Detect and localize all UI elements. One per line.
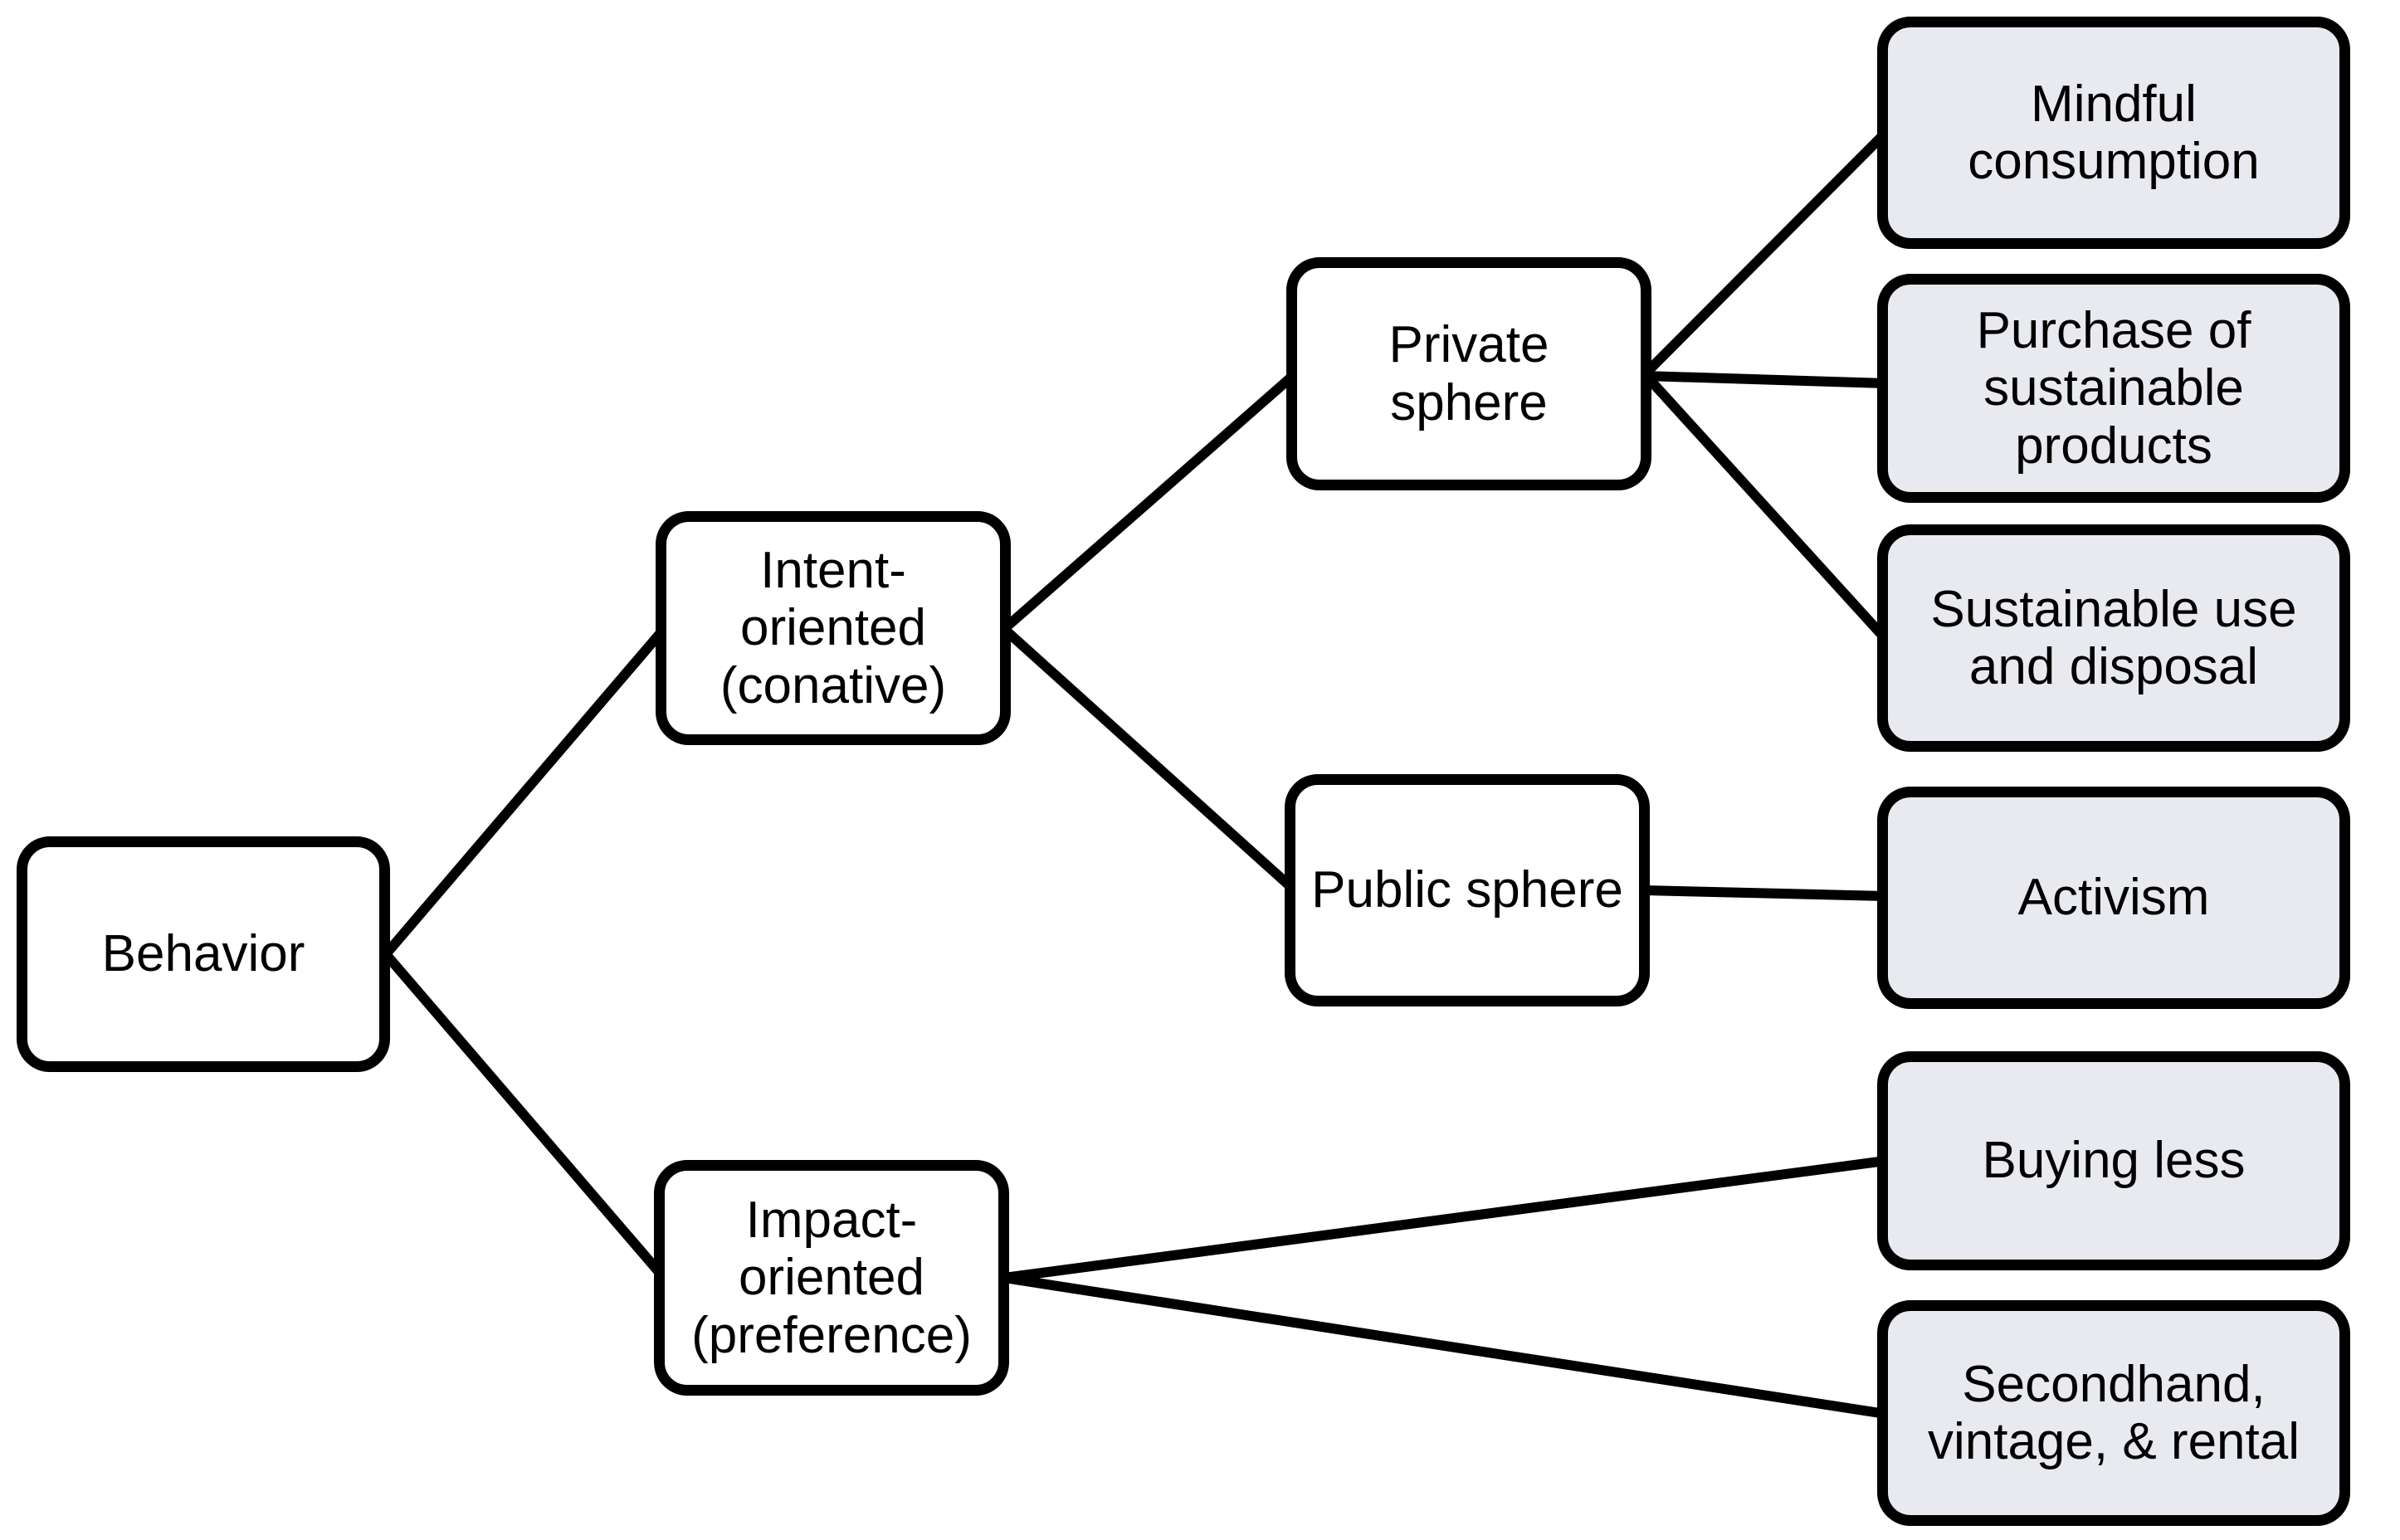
node-impact-oriented-label: Impact- oriented (preference) xyxy=(691,1191,972,1364)
node-behavior-label: Behavior xyxy=(101,925,305,983)
node-intent-oriented-label: Intent-oriented (conative) xyxy=(720,541,947,714)
node-secondhand-vintage-rental-label: Secondhand, vintage, & rental xyxy=(1927,1355,2300,1470)
node-activism-label: Activism xyxy=(2017,869,2210,927)
edge-private-sustainable xyxy=(1641,370,1890,643)
edge-impact-secondhand xyxy=(1003,1273,1886,1419)
edge-intent-public xyxy=(1000,625,1299,894)
node-purchase-sustainable-products-label: Purchase of sustainable products xyxy=(1976,301,2251,475)
node-mindful-consumption: Mindful consumption xyxy=(1877,17,2350,249)
edge-behavior-impact xyxy=(382,951,668,1281)
node-secondhand-vintage-rental: Secondhand, vintage, & rental xyxy=(1877,1300,2350,1526)
node-behavior: Behavior xyxy=(17,836,390,1072)
node-activism: Activism xyxy=(1877,787,2350,1009)
edge-impact-buying-less xyxy=(1003,1156,1886,1283)
node-buying-less-label: Buying less xyxy=(1982,1132,2246,1190)
node-intent-oriented: Intent-oriented (conative) xyxy=(656,511,1011,745)
edge-public-activism xyxy=(1644,885,1886,901)
node-purchase-sustainable-products: Purchase of sustainable products xyxy=(1877,274,2350,503)
edge-private-mindful xyxy=(1641,129,1890,378)
node-sustainable-use-disposal: Sustainable use and disposal xyxy=(1877,524,2350,752)
node-sustainable-use-disposal-label: Sustainable use and disposal xyxy=(1930,580,2297,695)
node-public-sphere-label: Public sphere xyxy=(1311,861,1623,919)
node-impact-oriented: Impact- oriented (preference) xyxy=(654,1160,1009,1396)
edge-behavior-intent xyxy=(382,626,668,958)
node-mindful-consumption-label: Mindful consumption xyxy=(1968,75,2260,190)
edge-private-purchase xyxy=(1644,371,1886,388)
node-private-sphere: Private sphere xyxy=(1286,257,1651,490)
node-buying-less: Buying less xyxy=(1877,1051,2350,1270)
node-private-sphere-label: Private sphere xyxy=(1388,316,1549,431)
edge-intent-private xyxy=(1001,370,1298,633)
node-public-sphere: Public sphere xyxy=(1285,774,1650,1006)
